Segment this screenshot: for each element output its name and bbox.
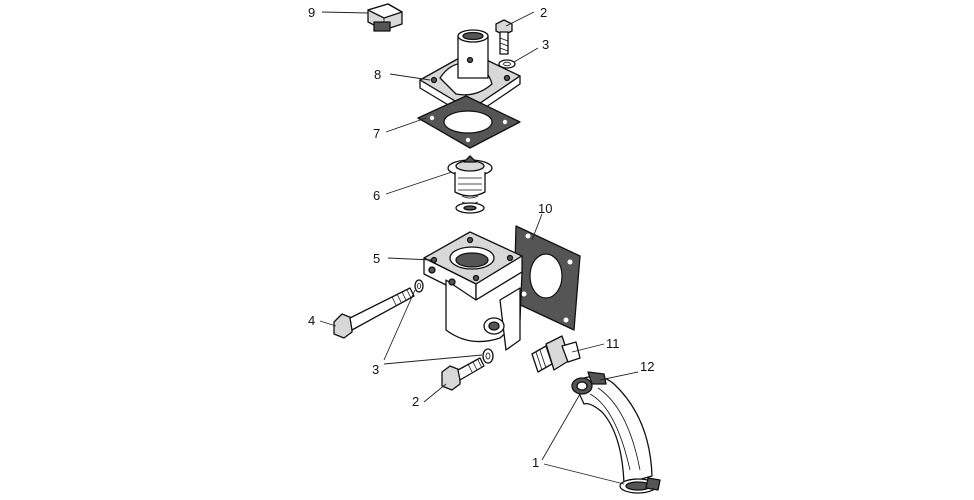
callout-4: 4 (308, 313, 315, 328)
leader-lines (319, 11, 639, 485)
part-washer-lower (482, 348, 494, 364)
callout-1: 1 (532, 455, 539, 470)
part-long-bolt (333, 287, 415, 339)
callout-7: 7 (373, 126, 380, 141)
part-plug-bolt (367, 3, 403, 32)
part-small-bolt-top (495, 19, 513, 55)
callout-6: 6 (373, 188, 380, 203)
callout-5: 5 (373, 251, 380, 266)
callout-2-lower: 2 (412, 394, 419, 409)
part-washer-top (498, 59, 516, 69)
callout-8: 8 (374, 67, 381, 82)
callout-3-lower: 3 (372, 362, 379, 377)
part-cover-gasket (417, 95, 521, 149)
callout-10: 10 (538, 201, 552, 216)
callout-9: 9 (308, 5, 315, 20)
part-hose-fitting (531, 335, 581, 373)
part-washer-left (414, 279, 424, 293)
part-small-bolt-lower (441, 357, 485, 391)
part-mounting-gasket (513, 225, 581, 331)
part-thermostat-cover (419, 29, 521, 119)
callout-labels: 9 2 3 8 7 6 10 5 4 3 2 11 12 1 (308, 5, 654, 470)
callout-3-top: 3 (542, 37, 549, 52)
callout-2-top: 2 (540, 5, 547, 20)
part-thermostat (447, 155, 493, 214)
part-coolant-hose (571, 371, 661, 494)
callout-11: 11 (606, 336, 620, 351)
callout-12: 12 (640, 359, 654, 374)
part-thermostat-housing (423, 231, 523, 351)
